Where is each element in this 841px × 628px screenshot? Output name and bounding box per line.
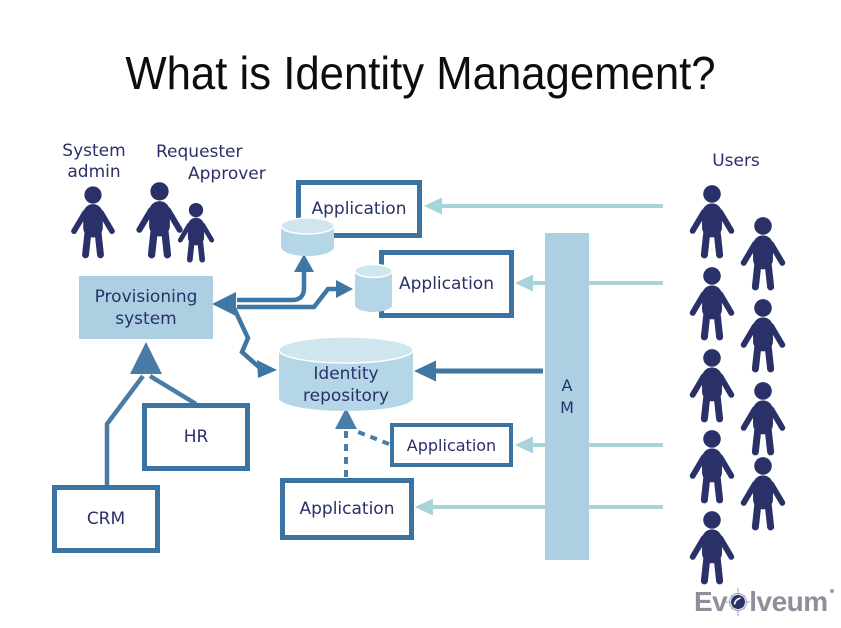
arrow-users-to-app-second: [515, 274, 663, 292]
system-admin-label: System admin: [44, 141, 144, 183]
application-second-box: Application: [379, 250, 514, 318]
crm-label: CRM: [86, 509, 126, 529]
logo-text-part1: Ev: [694, 586, 728, 617]
evolveum-logo: Ev lveum: [694, 586, 834, 618]
system-admin-label-line2: admin: [67, 162, 121, 182]
repository-label-line1: Identity: [313, 364, 379, 384]
approver-label: Approver: [188, 164, 266, 184]
dashed-arrow-apps-to-repository: [335, 408, 390, 477]
user-person-icon: [687, 348, 737, 423]
compass-icon: [726, 588, 751, 616]
system-admin-person-icon: [70, 185, 116, 259]
requester-label: Requester: [156, 142, 243, 162]
hr-label: HR: [183, 427, 209, 447]
arrowhead-into-provisioning: [212, 292, 236, 316]
provisioning-label-line1: Provisioning: [94, 286, 198, 307]
application-bottom-label: Application: [299, 499, 395, 519]
crm-box: CRM: [52, 485, 160, 553]
user-person-icon: [738, 298, 788, 373]
user-person-icon: [687, 429, 737, 504]
repository-label-line2: repository: [303, 386, 389, 406]
arrow-users-to-app-top: [424, 197, 663, 215]
user-person-icon: [687, 266, 737, 341]
provisioning-system-box: Provisioning system: [79, 276, 213, 339]
registered-mark: [829, 589, 834, 593]
application-right-label: Application: [406, 435, 497, 455]
users-label: Users: [712, 151, 760, 171]
slide-title: What is Identity Management?: [125, 47, 716, 99]
arrow-am-to-repository: [414, 360, 543, 382]
access-management-box: A M: [545, 233, 589, 560]
user-person-icon: [738, 381, 788, 456]
am-label-line2: M: [560, 397, 574, 417]
arrow-provisioning-to-cylinder-top: [237, 254, 314, 303]
application-right-box: Application: [390, 423, 513, 467]
user-person-icon: [738, 216, 788, 291]
provisioning-label-line2: system: [115, 308, 177, 329]
application-second-label: Application: [399, 274, 494, 294]
user-person-icon: [687, 184, 737, 259]
approver-person-icon: [175, 202, 217, 263]
user-person-icon: [738, 456, 788, 531]
hr-box: HR: [142, 403, 250, 471]
user-person-icon: [687, 510, 737, 585]
arrow-provisioning-to-cylinder-second: [237, 280, 353, 310]
logo-text-part2: lveum: [749, 586, 828, 617]
arrow-provisioning-to-repository: [230, 305, 277, 378]
am-label-line1: A: [561, 375, 573, 395]
application-bottom-box: Application: [280, 478, 414, 540]
application-top-label: Application: [311, 199, 407, 219]
arrow-users-to-app-bottom: [415, 498, 663, 516]
system-admin-label-line1: System: [62, 141, 126, 161]
application-top-box: Application: [296, 180, 422, 238]
arrow-users-to-app-right: [515, 436, 663, 454]
